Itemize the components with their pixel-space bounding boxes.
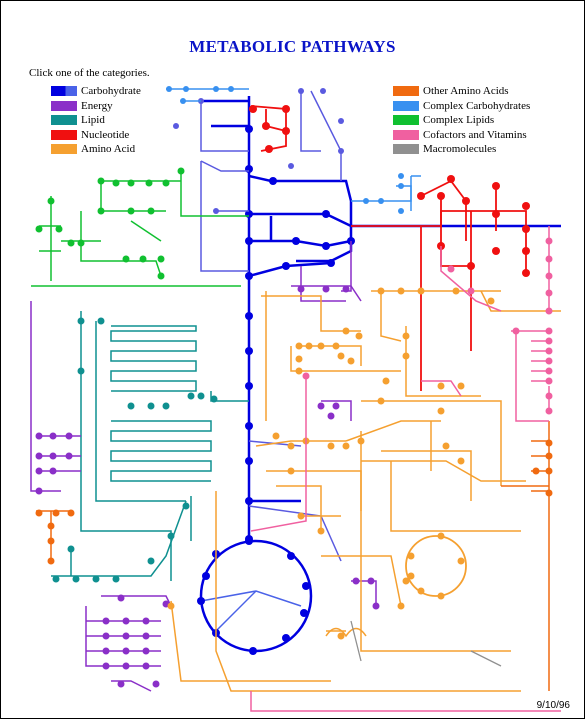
category-label: Energy	[81, 99, 113, 112]
macromolecule-pathways[interactable]	[350, 620, 502, 667]
category-lipid[interactable]: Lipid	[51, 113, 141, 128]
amino-acid-swatch	[51, 144, 77, 155]
lipid-pathways[interactable]	[51, 311, 249, 581]
category-legend-right: Other Amino Acids Complex Carbohydrates …	[393, 84, 530, 157]
carbohydrate-nodes[interactable]	[245, 125, 355, 543]
category-macromolecules[interactable]: Macromolecules	[393, 142, 530, 157]
energy-swatch	[51, 100, 77, 111]
category-amino-acid[interactable]: Amino Acid	[51, 142, 141, 157]
urea-cycle[interactable]	[325, 532, 467, 638]
tca-cycle[interactable]	[197, 537, 313, 655]
cofactor-vitamin-pathways[interactable]	[250, 226, 561, 712]
macromolecules-swatch	[393, 144, 419, 155]
category-label: Complex Carbohydrates	[423, 99, 531, 112]
cofactors-vitamins-swatch	[393, 129, 419, 140]
lipid-swatch	[51, 115, 77, 126]
energy-pathways[interactable]	[30, 241, 377, 692]
complex-lipids-swatch	[393, 115, 419, 126]
category-label: Lipid	[81, 114, 105, 127]
category-energy[interactable]: Energy	[51, 99, 141, 114]
other-amino-acids-swatch	[393, 86, 419, 97]
category-carbohydrate[interactable]: Carbohydrate	[51, 84, 141, 99]
category-cofactors-vitamins[interactable]: Cofactors and Vitamins	[393, 128, 530, 143]
category-complex-carbohydrates[interactable]: Complex Carbohydrates	[393, 99, 530, 114]
carbohydrate-swatch	[51, 86, 77, 97]
category-label: Carbohydrate	[81, 85, 141, 98]
complex-carbohydrate-pathways[interactable]	[166, 88, 421, 211]
category-nucleotide[interactable]: Nucleotide	[51, 128, 141, 143]
category-complex-lipids[interactable]: Complex Lipids	[393, 113, 530, 128]
category-label: Nucleotide	[81, 128, 130, 141]
page-title: METABOLIC PATHWAYS	[189, 37, 396, 56]
date-stamp: 9/10/96	[536, 700, 570, 711]
category-legend-left: Carbohydrate Energy Lipid Nucleotide Ami…	[51, 84, 141, 157]
amino-acid-pathways[interactable]	[170, 290, 561, 692]
category-label: Complex Lipids	[423, 114, 495, 127]
instruction-text: Click one of the categories.	[29, 67, 150, 79]
category-label: Other Amino Acids	[423, 85, 509, 98]
carbohydrate-light-pathways[interactable]	[200, 90, 342, 562]
category-label: Amino Acid	[81, 143, 136, 156]
complex-lipid-pathways[interactable]	[31, 171, 249, 287]
category-other-amino-acids[interactable]: Other Amino Acids	[393, 84, 530, 99]
nucleotide-swatch	[51, 129, 77, 140]
complex-carbohydrates-swatch	[393, 100, 419, 111]
category-label: Cofactors and Vitamins	[423, 128, 527, 141]
category-label: Macromolecules	[423, 143, 497, 156]
